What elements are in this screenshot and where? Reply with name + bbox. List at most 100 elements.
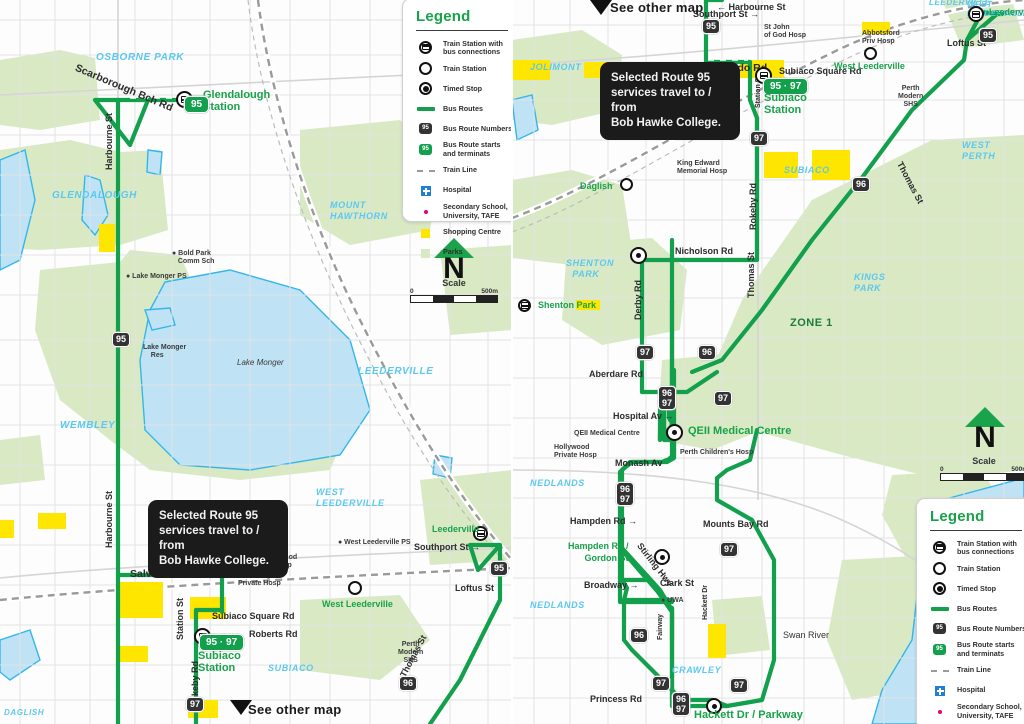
street-grid — [512, 0, 1024, 724]
route-badge-95[interactable]: 95 — [112, 332, 131, 347]
timed-stop-nicholson-marker[interactable] — [630, 247, 647, 264]
scale-bar-graphic — [410, 295, 498, 303]
legend-item-label: Secondary School,University, TAFE — [443, 202, 508, 220]
route-badge-97[interactable]: 97 — [714, 391, 733, 406]
train-station-icon — [419, 62, 432, 76]
legend-item: Train Station — [403, 59, 512, 79]
north-arrow-left: N — [424, 238, 484, 284]
route-badge-96[interactable]: 96 — [698, 345, 717, 360]
water-bodies — [0, 149, 489, 681]
station-daglish-marker[interactable] — [620, 178, 633, 191]
timed-stop-dot — [422, 85, 429, 92]
route-badge-97[interactable]: 97 — [750, 131, 769, 146]
legend-symbol — [416, 40, 436, 55]
route-badge-97[interactable]: 97 — [652, 676, 671, 691]
legend-symbol — [930, 581, 950, 596]
legend-symbol — [416, 101, 436, 116]
legend-item: Secondary School,University, TAFE — [403, 201, 512, 223]
legend-item-label: Timed Stop — [443, 83, 483, 93]
bus-route-terminus-badge-icon: 95 — [419, 144, 432, 156]
scale-min: 0 — [940, 466, 944, 473]
timed-stop-qeii-marker[interactable] — [666, 424, 683, 441]
route-terminus-badge-95-97[interactable]: 95 · 97 — [763, 78, 809, 95]
legend-symbol — [416, 61, 436, 76]
train-line — [512, 0, 1024, 233]
bus-routes-line-icon — [931, 607, 949, 611]
map-divider — [511, 0, 513, 724]
legend-symbol — [416, 163, 436, 178]
train-line-icon — [931, 670, 949, 673]
route-badge-97[interactable]: 97 — [720, 542, 739, 557]
legend-item: Bus Routes — [403, 99, 512, 119]
legend-item: 95 Bus Route Numbers — [403, 119, 512, 139]
legend-symbol — [930, 561, 950, 576]
legend-symbol — [416, 183, 436, 198]
legend-symbol — [930, 704, 950, 719]
legend-item-label: Bus Route Numbers — [443, 123, 512, 133]
route-badge-97[interactable]: 97 — [730, 678, 749, 693]
legend-symbol — [416, 81, 436, 96]
route-terminus-badge-95-97[interactable]: 95 · 97 — [199, 634, 245, 651]
north-arrow-icon — [965, 407, 1005, 427]
legend-item: Hospital — [917, 681, 1024, 701]
legend-item-label: Train Station — [957, 563, 1001, 573]
station-west-leederville-marker[interactable] — [864, 47, 877, 60]
station-leederville-marker[interactable] — [473, 526, 488, 541]
route-badge-97[interactable]: 97 — [186, 697, 205, 712]
station-leederville-marker[interactable] — [968, 6, 984, 22]
legend-item-label: Parks — [443, 247, 463, 257]
timed-stop-hackett-marker[interactable] — [706, 698, 722, 714]
route-badge-95[interactable]: 95 — [702, 19, 721, 34]
scale-label: Scale — [442, 278, 466, 288]
legend-symbol — [930, 663, 950, 678]
bus-routes-line-icon — [417, 107, 435, 111]
route-badge-96[interactable]: 96 — [630, 628, 649, 643]
north-arrow-right: N — [955, 407, 1015, 454]
shopping-centre-swatch-icon — [421, 228, 430, 238]
legend-item: Timed Stop — [403, 79, 512, 99]
school-icon — [938, 710, 942, 715]
route-badge-96[interactable]: 96 — [852, 177, 871, 192]
route-badge-95[interactable]: 95 — [490, 561, 509, 576]
parks-swatch-icon — [421, 248, 430, 258]
route-badge-95[interactable]: 95 — [979, 28, 998, 43]
legend-symbol: 95 — [416, 121, 436, 136]
legend-item: Hospital — [403, 181, 512, 201]
school-icon — [424, 210, 428, 215]
legend-item-label: Train Station — [443, 63, 487, 73]
north-letter: N — [974, 421, 996, 454]
route-badge-97[interactable]: 97 — [636, 345, 655, 360]
hospital-icon — [421, 186, 431, 197]
station-west-leederville-marker[interactable] — [348, 581, 362, 595]
legend-divider — [416, 30, 508, 31]
legend-item: Timed Stop — [917, 579, 1024, 599]
legend-item-label: Bus Routes — [443, 103, 483, 113]
bus-route-terminus-badge-icon: 95 — [933, 644, 946, 656]
legend-item: Shopping Centre — [403, 222, 512, 242]
route-badge-96[interactable]: 96 — [399, 676, 418, 691]
timed-stop-hampden-marker[interactable] — [654, 549, 670, 565]
station-shenton-park-marker[interactable] — [518, 299, 531, 312]
timed-stop-dot — [936, 585, 943, 592]
legend-item-label: Hospital — [443, 185, 472, 195]
legend-item-label: Bus Routes — [957, 603, 997, 613]
street-grid — [0, 0, 512, 724]
route-terminus-badge-95[interactable]: 95 — [184, 96, 210, 113]
legend-symbol — [930, 540, 950, 555]
